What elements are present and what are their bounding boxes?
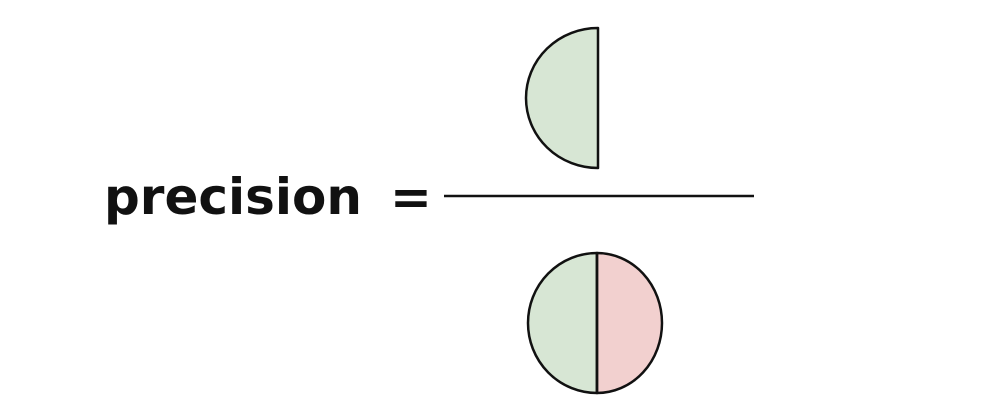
equals-sign: =	[390, 168, 432, 226]
denominator-left-half-circle	[526, 251, 599, 395]
precision-label: precision	[104, 168, 362, 226]
denominator-right-half-circle	[595, 251, 664, 395]
numerator-left-half-circle	[524, 26, 600, 170]
